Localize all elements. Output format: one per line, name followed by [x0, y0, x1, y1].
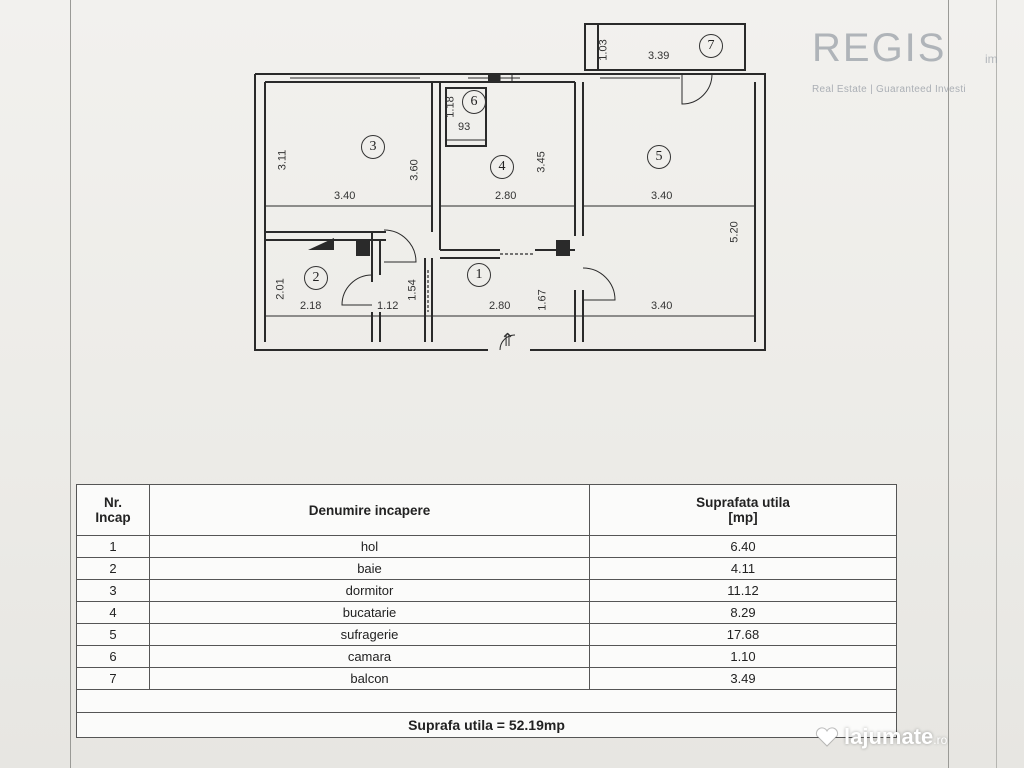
page-margin-left [70, 0, 71, 768]
dim-balcony-width: 3.39 [648, 50, 670, 62]
room-number-7: 7 [699, 34, 723, 58]
heart-icon [815, 727, 839, 747]
entrance-arrow-icon: ⇑ [500, 330, 516, 350]
header-nr-line2: Incap [95, 510, 131, 525]
dim-closet-depth: 1.18 [444, 96, 457, 118]
room-name: camara [149, 645, 590, 668]
brand-logo: REGIS [812, 26, 947, 70]
header-area-line1: Suprafata utila [696, 495, 790, 510]
dim-room2-height: 2.01 [274, 278, 287, 300]
header-room-name: Denumire incapere [149, 484, 590, 536]
dim-room5-height: 5.20 [728, 221, 741, 243]
dim-room4-height: 3.45 [535, 151, 548, 173]
dim-hall-right: 1.67 [536, 289, 549, 311]
dim-room4-width: 2.80 [495, 190, 517, 202]
table-spacer-row [76, 689, 897, 713]
room-number-1: 1 [467, 263, 491, 287]
dim-balcony-depth: 1.03 [597, 39, 610, 61]
room-name: bucatarie [149, 601, 590, 624]
room-number-3: 3 [361, 135, 385, 159]
floor-plan [254, 23, 766, 351]
total-area: Suprafa utila = 52.19mp [76, 712, 897, 738]
room-nr: 6 [76, 645, 150, 668]
dim-hall-left: 1.54 [406, 279, 419, 301]
room-nr: 3 [76, 579, 150, 602]
brand-tagline: Real Estate | Guaranteed Investi [812, 84, 966, 95]
rooms-area-table: Nr. Incap Denumire incapere Suprafata ut… [76, 484, 897, 738]
room-name: sufragerie [149, 623, 590, 646]
room-number-2: 2 [304, 266, 328, 290]
watermark-text: lajumate [844, 724, 934, 749]
room-name: baie [149, 557, 590, 580]
room-area: 6.40 [589, 535, 897, 558]
room-area: 3.49 [589, 667, 897, 690]
page-margin-right-outer [996, 0, 997, 768]
page-margin-right [948, 0, 949, 768]
room-name: dormitor [149, 579, 590, 602]
site-watermark: lajumate.ro [844, 724, 947, 750]
header-area: Suprafata utila [mp] [589, 484, 897, 536]
dim-room2-inner: 1.12 [377, 300, 399, 312]
room-area: 4.11 [589, 557, 897, 580]
room-area: 11.12 [589, 579, 897, 602]
header-area-line2: [mp] [728, 510, 758, 525]
header-nr: Nr. Incap [76, 484, 150, 536]
dim-closet-width: 93 [458, 121, 471, 133]
room-nr: 4 [76, 601, 150, 624]
room-area: 17.68 [589, 623, 897, 646]
room-nr: 7 [76, 667, 150, 690]
room-nr: 2 [76, 557, 150, 580]
dim-room2-width: 2.18 [300, 300, 322, 312]
header-nr-line1: Nr. [103, 495, 122, 510]
room-number-6: 6 [462, 90, 486, 114]
room-nr: 1 [76, 535, 150, 558]
room-name: balcon [149, 667, 590, 690]
table-header-row: Nr. Incap Denumire incapere Suprafata ut… [76, 484, 897, 536]
table-total-row: Suprafa utila = 52.19mp [76, 712, 897, 738]
dim-room3-inner: 3.60 [408, 159, 421, 181]
brand-logo-suffix: im [985, 52, 998, 66]
watermark-tld: .ro [933, 733, 948, 747]
room-number-5: 5 [647, 145, 671, 169]
room-name: hol [149, 535, 590, 558]
room-area: 8.29 [589, 601, 897, 624]
dim-room3-width: 3.40 [334, 190, 356, 202]
dim-room3-height: 3.11 [276, 149, 289, 171]
dim-room5-width-top: 3.40 [651, 190, 673, 202]
dim-room5-width-bottom: 3.40 [651, 300, 673, 312]
room-number-4: 4 [490, 155, 514, 179]
room-area: 1.10 [589, 645, 897, 668]
room-nr: 5 [76, 623, 150, 646]
dim-hall-width: 2.80 [489, 300, 511, 312]
